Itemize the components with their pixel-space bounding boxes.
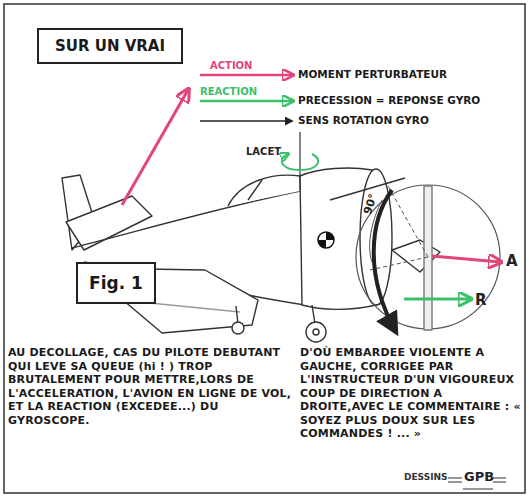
- angle-label: 90°: [361, 192, 380, 216]
- signature-prefix: DESSINS: [404, 472, 448, 483]
- title: SUR UN VRAI: [38, 29, 182, 63]
- left-paragraph: AU DECOLLAGE, CAS DU PILOTE DEBUTANT QUI…: [8, 346, 296, 427]
- outer-frame: [4, 4, 525, 493]
- rotation-arrow: [200, 120, 292, 122]
- action-a-arrow: [432, 256, 500, 262]
- signature: GPB: [464, 469, 494, 485]
- action-arrow: [200, 74, 292, 77]
- title-frame: [38, 29, 182, 63]
- figure-box: Fig. 1: [76, 262, 156, 304]
- reaction-r-arrow: [404, 298, 470, 301]
- yaw-arrow: [282, 154, 318, 170]
- reaction-arrow: [200, 100, 292, 103]
- yaw-label: LACET: [246, 146, 281, 158]
- legend-text: MOMENT PERTURBATEUR: [298, 68, 447, 81]
- legend-text: PRECESSION = REPONSE GYRO: [298, 94, 480, 107]
- gyro-rotation-arrow: [374, 190, 396, 332]
- action-a-label: A: [506, 252, 518, 270]
- cg-symbol: [318, 232, 334, 248]
- yaw-axis: [299, 132, 300, 190]
- reaction-label: REACTION: [200, 86, 257, 98]
- action-label: ACTION: [210, 60, 253, 72]
- reaction-r-label: R: [475, 291, 487, 309]
- right-paragraph: D'OÙ EMBARDEE VIOLENTE A GAUCHE, CORRIGE…: [300, 346, 522, 441]
- figure-label: Fig. 1: [89, 273, 143, 293]
- legend-text: SENS ROTATION GYRO: [298, 114, 429, 127]
- tail-action-arrow: [122, 90, 188, 205]
